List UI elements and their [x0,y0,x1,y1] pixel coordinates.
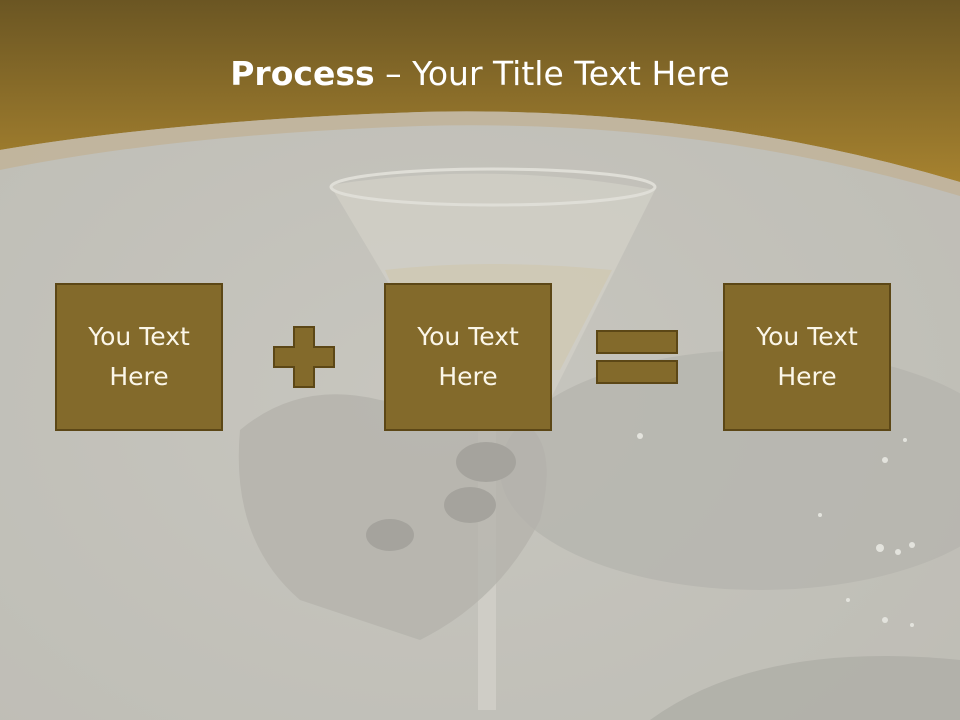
process-box-3[interactable]: You Text Here [723,283,891,431]
equals-icon [596,330,678,384]
process-box-2[interactable]: You Text Here [384,283,552,431]
title-text: – Your Title Text Here [374,54,730,93]
process-box-1[interactable]: You Text Here [55,283,223,431]
process-box-label: You Text Here [417,322,519,391]
plus-icon [273,326,335,388]
process-box-label: You Text Here [88,322,190,391]
process-box-label: You Text Here [756,322,858,391]
title-bold-word: Process [230,54,375,93]
slide-title: Process – Your Title Text Here [0,52,960,96]
